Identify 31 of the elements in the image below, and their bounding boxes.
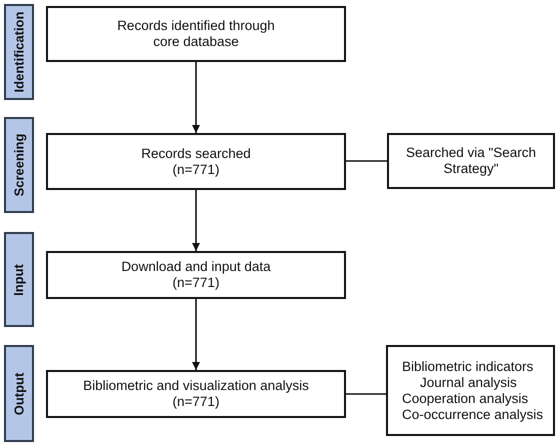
box-text: Records searched bbox=[140, 146, 252, 162]
box-text: Searched via "Search Strategy" bbox=[404, 145, 538, 177]
box-text: (n=771) bbox=[172, 394, 220, 410]
arrow bbox=[192, 62, 200, 133]
process-box bbox=[46, 133, 346, 190]
output-list-box bbox=[386, 345, 555, 436]
box-text: Bibliometric and visualization analysis bbox=[82, 378, 310, 394]
arrow bbox=[192, 190, 200, 251]
phase-label: Identification bbox=[11, 12, 27, 92]
phase-band bbox=[4, 345, 34, 442]
connector-line bbox=[346, 393, 386, 395]
box-text: (n=771) bbox=[172, 162, 220, 178]
process-box bbox=[387, 133, 555, 189]
box-text: Cooperation analysis bbox=[401, 390, 530, 406]
connector-line bbox=[346, 160, 387, 162]
box-text: Records identified through core database bbox=[116, 18, 276, 50]
box-text: Bibliometric indicators bbox=[401, 358, 534, 374]
process-box bbox=[46, 6, 346, 62]
phase-label: Output bbox=[11, 372, 27, 415]
phase-band bbox=[4, 117, 34, 213]
arrow bbox=[192, 299, 200, 370]
box-text: Download and input data bbox=[120, 259, 272, 275]
process-box bbox=[46, 370, 346, 418]
box-text: (n=771) bbox=[172, 275, 220, 291]
phase-band bbox=[4, 232, 34, 327]
phase-label: Screening bbox=[11, 134, 27, 196]
box-text: Journal analysis bbox=[419, 374, 518, 390]
phase-label: Input bbox=[11, 264, 27, 296]
box-text: Co-occurrence analysis bbox=[401, 406, 544, 422]
phase-band bbox=[4, 4, 34, 100]
process-box bbox=[46, 251, 346, 299]
